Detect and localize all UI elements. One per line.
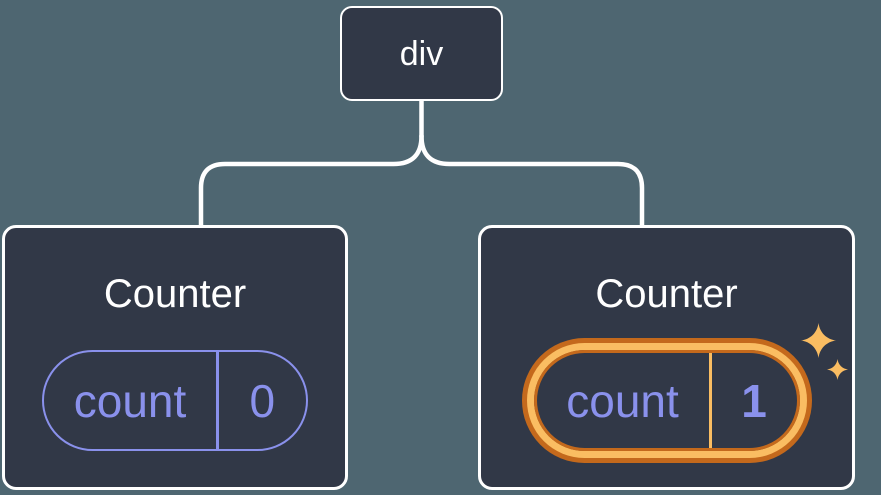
counter-node-left: Counter count 0	[2, 225, 348, 490]
root-node-label: div	[399, 34, 444, 73]
state-pill-divider	[216, 352, 219, 449]
counter-title: Counter	[595, 272, 738, 316]
connector-right-branch	[419, 133, 645, 229]
state-key-label: count	[73, 374, 187, 427]
sparkle-large-icon	[801, 323, 836, 358]
counter-title: Counter	[103, 272, 247, 316]
state-pill-highlighted: count 1	[533, 350, 800, 451]
counter-node-right: Counter count 1	[478, 225, 855, 490]
state-value: 1	[741, 374, 767, 427]
state-key-label: count	[566, 374, 679, 427]
state-value: 0	[249, 374, 276, 427]
sparkle-small-icon	[827, 359, 848, 380]
state-pill-divider	[708, 353, 712, 448]
root-node: div	[340, 6, 503, 101]
state-pill: count 0	[42, 350, 308, 451]
connector-left-branch	[198, 133, 424, 229]
